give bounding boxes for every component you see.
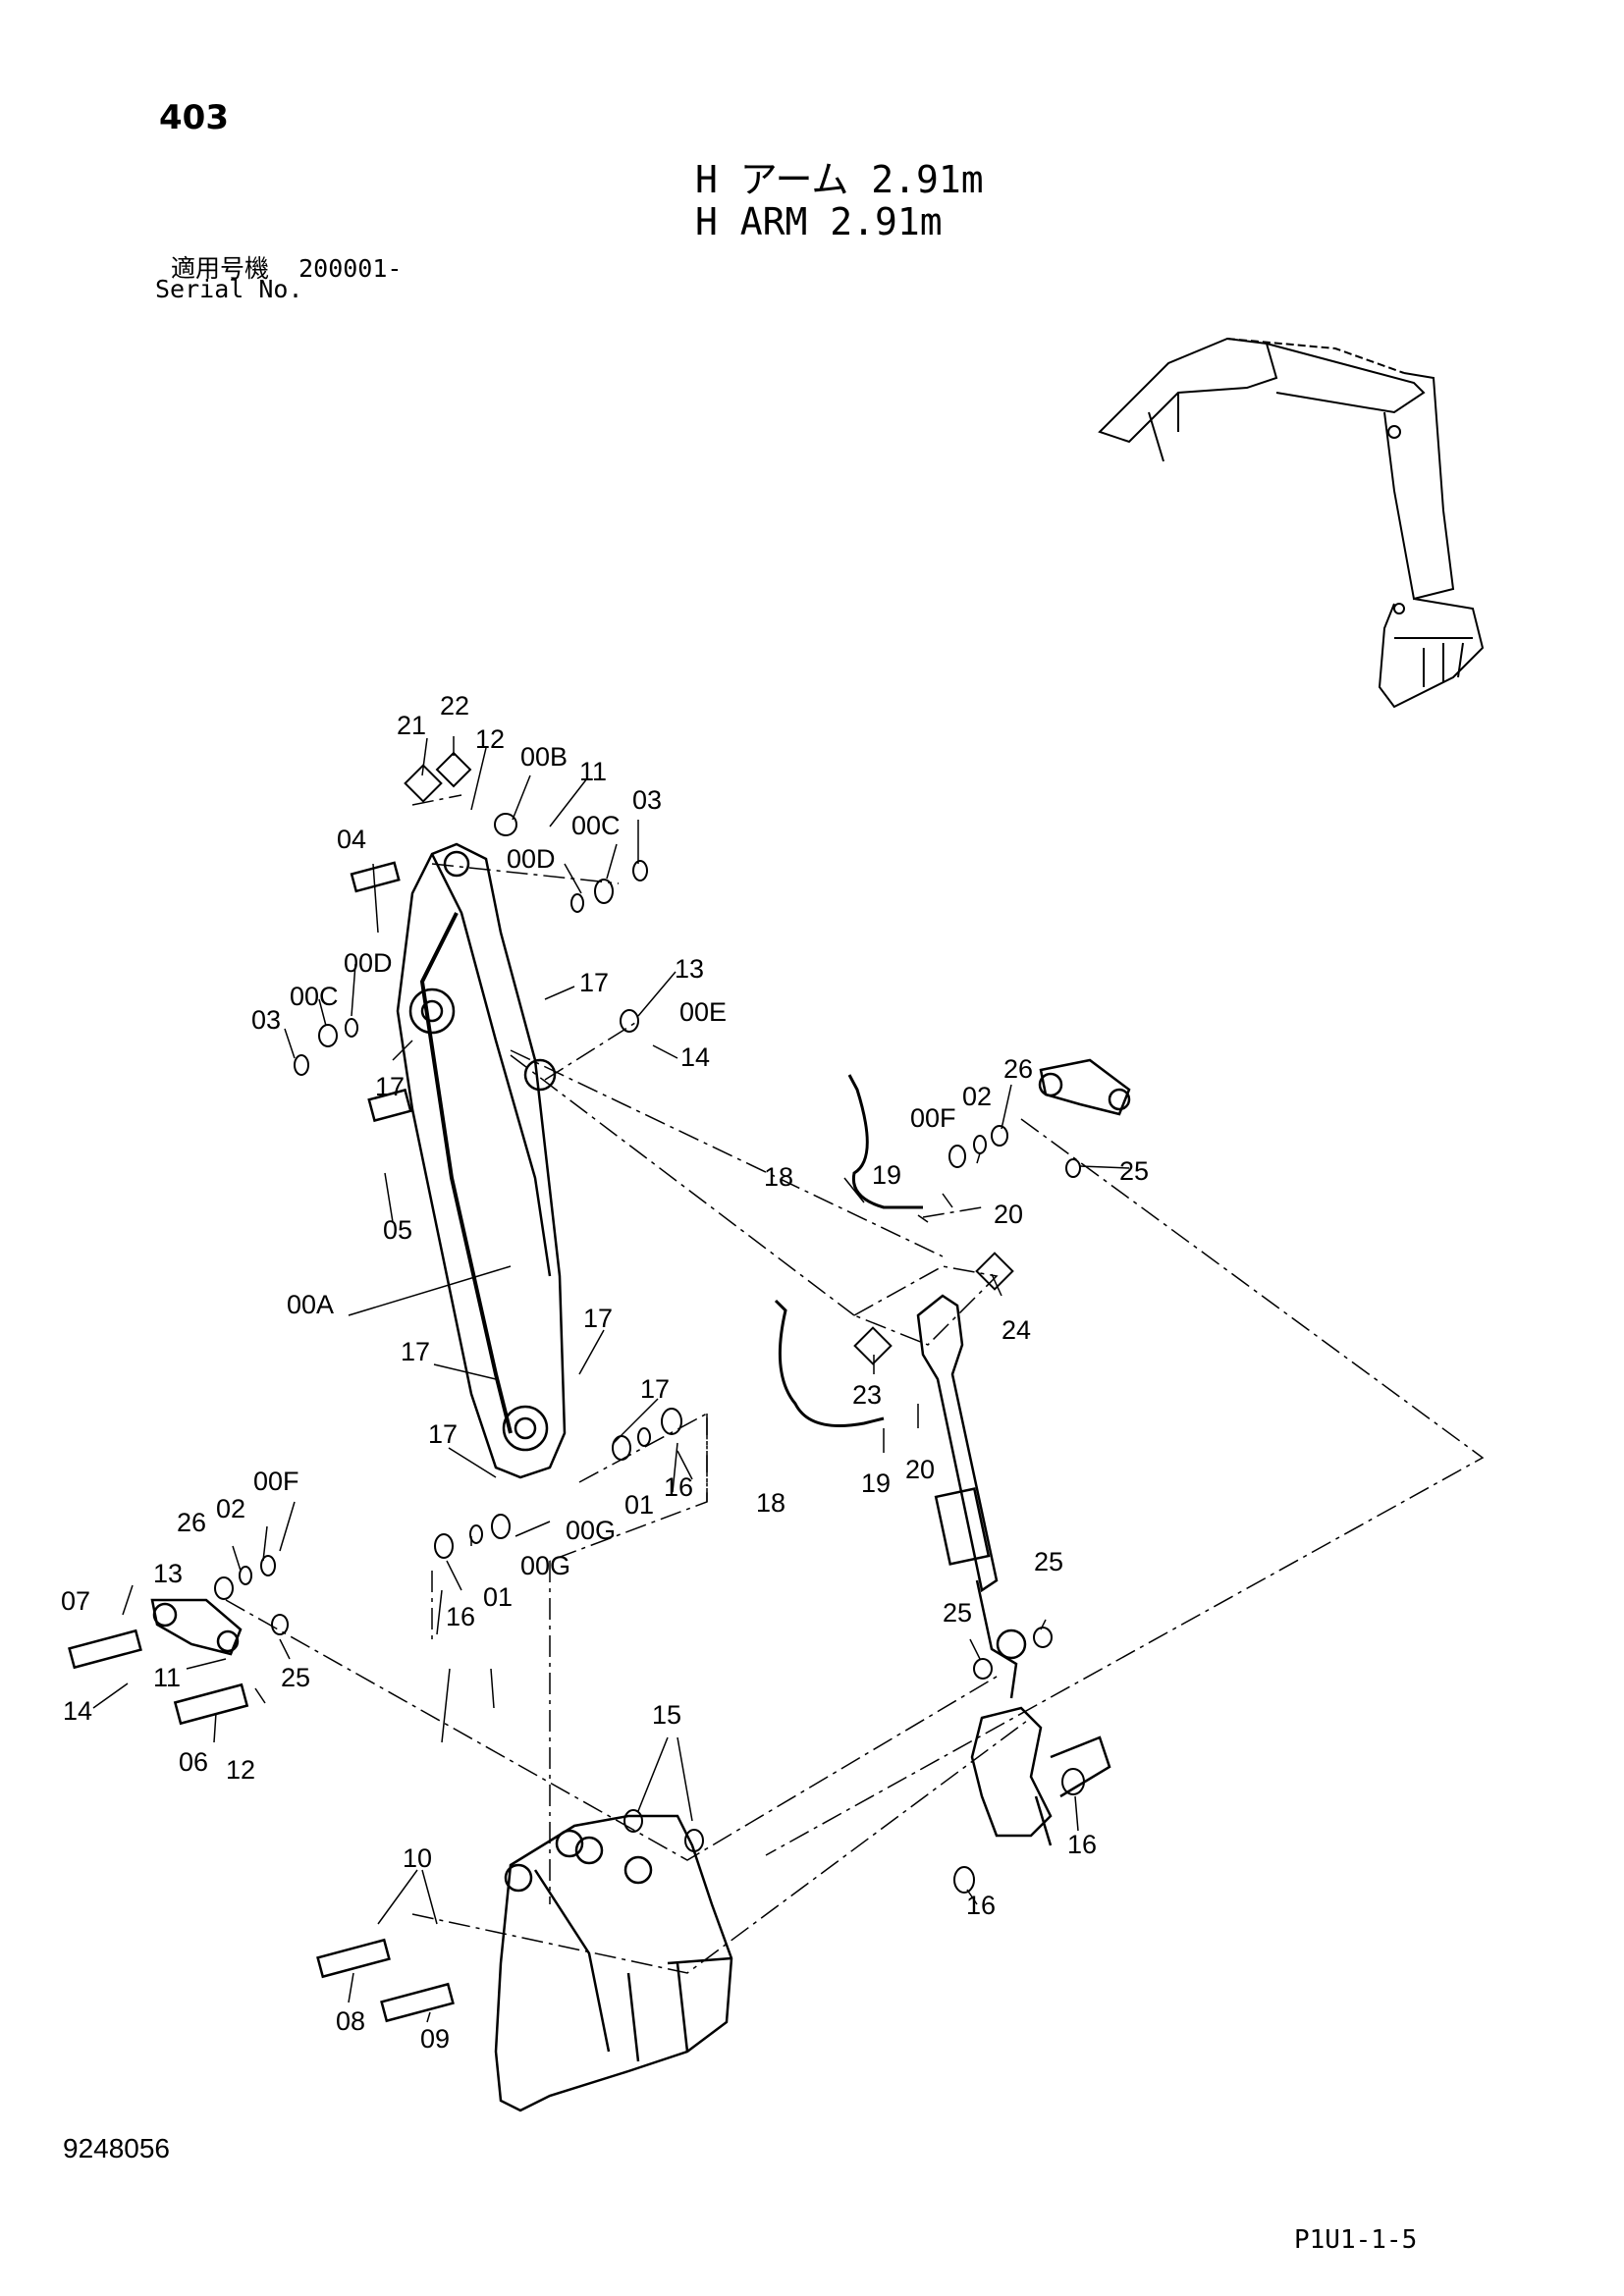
callout-label: 09 <box>420 2024 450 2054</box>
callout-label: 00G <box>566 1516 616 1545</box>
callout-label: 19 <box>861 1468 891 1498</box>
title-english: H ARM 2.91m <box>695 200 943 243</box>
callout-label: 08 <box>336 2006 365 2036</box>
callout-label: 03 <box>251 1005 281 1035</box>
callout-label: 00C <box>571 811 621 840</box>
callout-label: 00C <box>290 982 339 1011</box>
callout-label: 25 <box>281 1663 310 1692</box>
drawing-number: 9248056 <box>63 2133 171 2163</box>
callout-label: 11 <box>153 1663 181 1692</box>
callout-label: 17 <box>401 1337 430 1366</box>
hydraulic-cylinder <box>916 1294 1027 1699</box>
callout-label: 26 <box>1003 1054 1033 1084</box>
arm-assembly <box>396 842 567 1479</box>
callout-label: 00D <box>344 948 393 978</box>
callout-label: 13 <box>675 954 704 984</box>
callout-label: 00D <box>507 844 556 874</box>
callout-labels: 21 22 12 00B 11 03 04 00C 00D 17 13 00E … <box>61 691 1149 2054</box>
callout-label: 06 <box>179 1747 208 1777</box>
callout-label: 17 <box>579 968 609 997</box>
callout-label: 18 <box>764 1162 793 1192</box>
callout-label: 11 <box>579 757 607 786</box>
callout-label: 21 <box>397 711 426 740</box>
callout-label: 23 <box>852 1380 882 1410</box>
callout-label: 02 <box>216 1494 245 1523</box>
callout-label: 00B <box>520 742 568 772</box>
callout-label: 16 <box>664 1472 693 1502</box>
page-reference: P1U1-1-5 <box>1294 2225 1418 2255</box>
callout-label: 00A <box>287 1290 334 1319</box>
callout-label: 04 <box>337 825 366 854</box>
callout-label: 10 <box>403 1843 432 1873</box>
callout-label: 16 <box>446 1602 475 1631</box>
callout-label: 25 <box>943 1598 972 1628</box>
callout-label: 12 <box>475 724 505 754</box>
pins <box>68 861 455 2023</box>
callout-label: 22 <box>440 691 469 721</box>
callout-label: 15 <box>652 1700 681 1730</box>
callout-label: 07 <box>61 1586 90 1616</box>
callout-label: 14 <box>63 1696 92 1726</box>
serial-label-japanese: 適用号機 200001- <box>171 254 403 283</box>
callout-label: 17 <box>375 1072 405 1101</box>
callout-label: 12 <box>226 1755 255 1785</box>
callout-label: 16 <box>1067 1830 1097 1859</box>
callout-label: 05 <box>383 1215 412 1245</box>
callout-label: 17 <box>640 1374 670 1404</box>
bushings-and-seals <box>214 751 1085 1894</box>
callout-label: 14 <box>680 1042 710 1072</box>
side-link <box>150 1058 1131 1656</box>
page-number: 403 <box>159 98 229 137</box>
callout-label: 02 <box>962 1082 992 1111</box>
callout-label: 25 <box>1119 1156 1149 1186</box>
callout-label: 20 <box>905 1455 935 1484</box>
callout-label: 18 <box>756 1488 785 1518</box>
callout-label: 03 <box>632 785 662 815</box>
serial-label-english: Serial No. <box>155 275 303 303</box>
bucket <box>494 1814 733 2112</box>
callout-label: 01 <box>483 1582 513 1612</box>
callout-label: 19 <box>872 1160 901 1190</box>
excavator-overview-icon <box>1098 337 1485 709</box>
callout-label: 00G <box>520 1551 570 1580</box>
callout-label: 20 <box>994 1200 1023 1229</box>
title-japanese: H アーム 2.91m <box>695 158 984 201</box>
callout-label: 00E <box>679 997 727 1027</box>
hoses <box>774 1074 923 1427</box>
callout-label: 13 <box>153 1559 183 1588</box>
callout-label: 00F <box>253 1467 299 1496</box>
phantom-lines <box>225 794 1485 1974</box>
callout-label: 00F <box>910 1103 956 1133</box>
callout-label: 01 <box>624 1490 654 1520</box>
leader-lines <box>92 736 1130 2023</box>
callout-label: 26 <box>177 1508 206 1537</box>
callout-label: 25 <box>1034 1547 1063 1576</box>
callout-label: 24 <box>1001 1315 1031 1345</box>
callout-label: 17 <box>583 1304 613 1333</box>
callout-label: 17 <box>428 1419 458 1449</box>
callout-label: 16 <box>966 1891 996 1920</box>
